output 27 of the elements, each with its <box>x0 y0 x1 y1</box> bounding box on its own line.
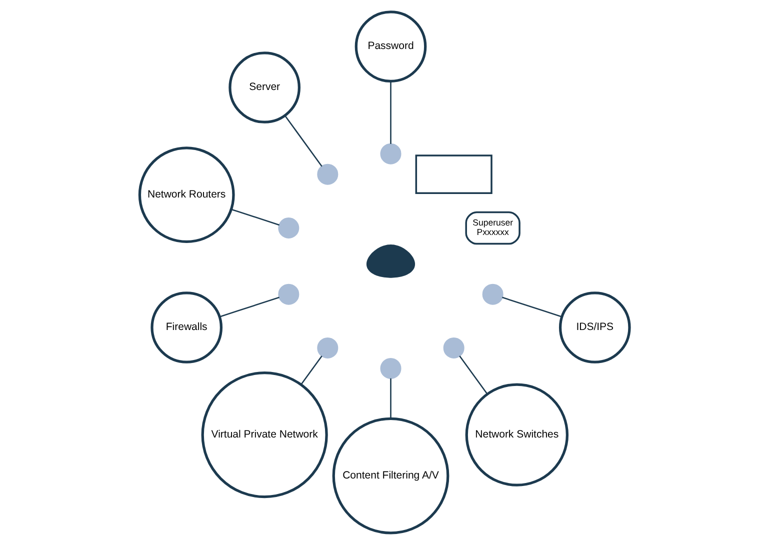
node-circle: Content Filtering A/V <box>332 417 449 534</box>
node-circle: Virtual Private Network <box>200 372 328 498</box>
node-circle <box>442 337 464 358</box>
node-circle <box>278 218 299 239</box>
connector <box>300 356 322 386</box>
connector <box>219 296 279 318</box>
node-circle <box>316 164 338 185</box>
node-circle: Password <box>354 10 426 82</box>
node-circle: IDS/IPS <box>558 292 630 364</box>
connector <box>284 115 322 167</box>
node-circle <box>316 337 338 358</box>
node-person <box>366 244 415 278</box>
node-box <box>414 154 492 194</box>
connector <box>502 296 562 318</box>
node-circle <box>482 284 503 305</box>
connector <box>230 208 279 226</box>
node-circle <box>380 143 401 164</box>
node-circle: Server <box>228 52 300 124</box>
node-circle <box>278 284 299 305</box>
node-circle: Firewalls <box>150 292 222 364</box>
connector <box>458 356 488 394</box>
connector <box>390 378 391 418</box>
node-box: Superuser Pxxxxxx <box>464 211 520 245</box>
connector <box>390 81 391 144</box>
node-circle <box>380 358 401 379</box>
node-circle: Network Switches <box>464 383 568 486</box>
node-circle: Network Routers <box>138 146 234 244</box>
